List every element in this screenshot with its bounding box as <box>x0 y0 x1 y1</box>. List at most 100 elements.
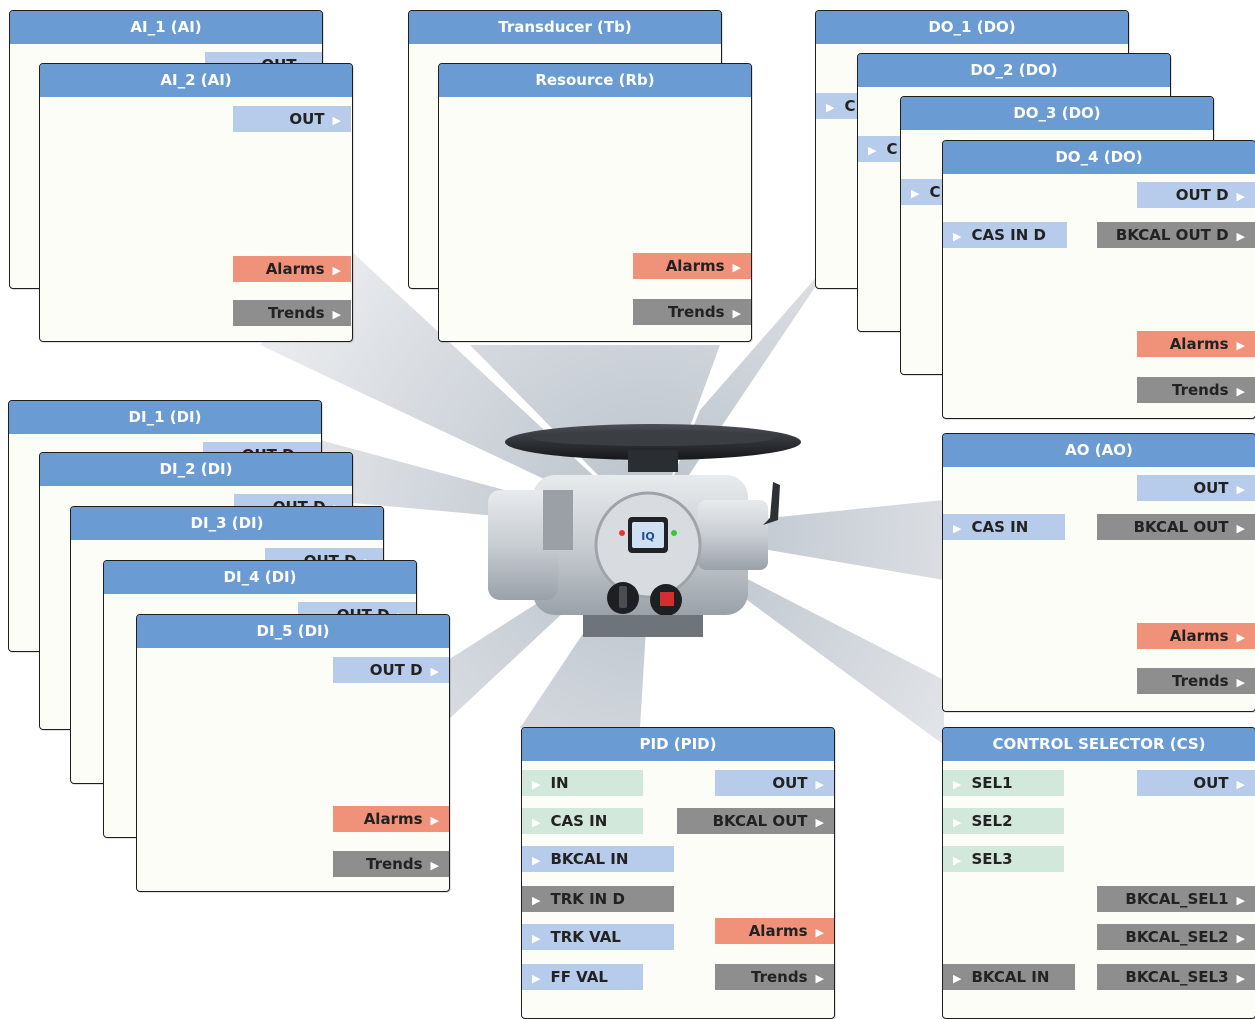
alarms-label: Alarms <box>1169 335 1229 353</box>
triangle-right-icon: ▶ <box>430 665 439 678</box>
triangle-right-icon: ▶ <box>1236 385 1245 398</box>
block-title: Transducer (Tb) <box>409 11 721 44</box>
alarms-button[interactable]: Alarms ▶ <box>333 806 449 832</box>
bkcal-in-port[interactable]: ▶BKCAL IN <box>522 846 674 872</box>
alarms-label: Alarms <box>1169 627 1229 645</box>
out-port[interactable]: OUT▶ <box>1137 770 1255 796</box>
block-control-selector[interactable]: CONTROL SELECTOR (CS) ▶SEL1 OUT▶ ▶SEL2 ▶… <box>942 727 1255 1019</box>
ff-val-port[interactable]: ▶FF VAL <box>522 964 643 990</box>
out-port[interactable]: OUT▶ <box>233 106 351 132</box>
triangle-right-icon: ▶ <box>953 230 962 243</box>
triangle-right-icon: ▶ <box>1236 972 1245 985</box>
out-port[interactable]: OUT▶ <box>1137 475 1255 501</box>
alarms-button[interactable]: Alarms ▶ <box>233 256 351 282</box>
port-label: C <box>886 140 898 158</box>
triangle-right-icon: ▶ <box>430 859 439 872</box>
bkcal-sel2-port[interactable]: BKCAL_SEL2▶ <box>1097 924 1255 950</box>
port-label: BKCAL OUT <box>1133 518 1229 536</box>
sel1-port[interactable]: ▶SEL1 <box>943 770 1064 796</box>
alarms-button[interactable]: Alarms▶ <box>633 253 751 279</box>
triangle-right-icon: ▶ <box>1236 631 1245 644</box>
port-label: BKCAL OUT D <box>1115 226 1229 244</box>
bkcal-out-port[interactable]: BKCAL OUT D ▶ <box>1097 222 1255 248</box>
block-title: AO (AO) <box>943 434 1255 467</box>
alarms-button[interactable]: Alarms ▶ <box>1137 331 1255 357</box>
triangle-right-icon: ▶ <box>1236 894 1245 907</box>
sel2-port[interactable]: ▶SEL2 <box>943 808 1064 834</box>
triangle-right-icon: ▶ <box>953 854 962 867</box>
triangle-right-icon: ▶ <box>953 816 962 829</box>
block-title: DO_2 (DO) <box>858 54 1170 87</box>
in-port[interactable]: ▶ IN <box>522 770 643 796</box>
port-label: C <box>929 183 941 201</box>
trends-button[interactable]: Trends▶ <box>1137 668 1255 694</box>
triangle-right-icon: ▶ <box>1236 230 1245 243</box>
trends-button[interactable]: Trends ▶ <box>633 299 751 325</box>
block-title: Resource (Rb) <box>439 64 751 97</box>
block-title: DO_3 (DO) <box>901 97 1213 130</box>
block-title: DO_1 (DO) <box>816 11 1128 44</box>
trends-button[interactable]: Trends▶ <box>333 851 449 877</box>
port-label: BKCAL IN <box>971 968 1050 986</box>
bkcal-out-port[interactable]: BKCAL OUT ▶ <box>1097 514 1255 540</box>
triangle-right-icon: ▶ <box>826 101 835 114</box>
triangle-right-icon: ▶ <box>532 932 541 945</box>
port-label: IN <box>550 774 569 792</box>
trends-button[interactable]: Trends▶ <box>233 300 351 326</box>
alarms-label: Alarms <box>748 922 808 940</box>
port-label: CAS IN <box>971 518 1029 536</box>
block-pid[interactable]: PID (PID) ▶IN OUT▶ ▶CAS IN BKCAL OUT▶ ▶B… <box>521 727 835 1019</box>
block-do-4[interactable]: DO_4 (DO) OUT D▶ ▶CAS IN D BKCAL OUT D▶ … <box>942 140 1255 419</box>
block-title: PID (PID) <box>522 728 834 761</box>
alarms-button[interactable]: Alarms ▶ <box>715 918 834 944</box>
trk-in-d-port[interactable]: ▶TRK IN D <box>522 886 674 912</box>
port-label: BKCAL OUT <box>712 812 808 830</box>
cas-in-port[interactable]: ▶CAS IN <box>943 514 1065 540</box>
block-title: AI_1 (AI) <box>10 11 322 44</box>
triangle-right-icon: ▶ <box>1236 778 1245 791</box>
trends-button[interactable]: Trends ▶ <box>715 964 834 990</box>
triangle-right-icon: ▶ <box>1236 932 1245 945</box>
triangle-right-icon: ▶ <box>332 264 341 277</box>
triangle-right-icon: ▶ <box>1236 483 1245 496</box>
triangle-right-icon: ▶ <box>1236 339 1245 352</box>
cas-in-port[interactable]: ▶CAS IN <box>522 808 643 834</box>
alarms-button[interactable]: Alarms ▶ <box>1137 623 1255 649</box>
triangle-right-icon: ▶ <box>532 894 541 907</box>
alarms-label: Alarms <box>363 810 423 828</box>
block-title: DI_2 (DI) <box>40 453 352 486</box>
trk-val-port[interactable]: ▶TRK VAL <box>522 924 674 950</box>
out-port[interactable]: OUT▶ <box>715 770 834 796</box>
triangle-right-icon: ▶ <box>815 926 824 939</box>
port-label: CAS IN D <box>971 226 1046 244</box>
triangle-right-icon: ▶ <box>815 972 824 985</box>
out-port[interactable]: OUT D▶ <box>1137 182 1255 208</box>
triangle-right-icon: ▶ <box>532 778 541 791</box>
trends-button[interactable]: Trends▶ <box>1137 377 1255 403</box>
bkcal-out-port[interactable]: BKCAL OUT ▶ <box>677 808 834 834</box>
block-ao[interactable]: AO (AO) OUT▶ ▶CAS IN BKCAL OUT▶ Alarms▶ … <box>942 433 1255 712</box>
block-title: DI_1 (DI) <box>9 401 321 434</box>
port-label: OUT <box>289 110 325 128</box>
iq-logo: IQ <box>641 530 654 543</box>
bkcal-sel1-port[interactable]: BKCAL_SEL1▶ <box>1097 886 1255 912</box>
triangle-right-icon: ▶ <box>1236 522 1245 535</box>
block-ai-2[interactable]: AI_2 (AI) OUT▶ Alarms ▶ Trends▶ <box>39 63 353 342</box>
cas-in-port[interactable]: ▶ CAS IN D <box>943 222 1067 248</box>
trends-label: Trends <box>751 968 808 986</box>
triangle-right-icon: ▶ <box>430 814 439 827</box>
port-label: CAS IN <box>550 812 608 830</box>
triangle-right-icon: ▶ <box>815 816 824 829</box>
trends-label: Trends <box>668 303 725 321</box>
bkcal-sel3-port[interactable]: BKCAL_SEL3▶ <box>1097 964 1255 990</box>
block-resource[interactable]: Resource (Rb) Alarms▶ Trends ▶ <box>438 63 752 342</box>
out-port[interactable]: OUT D ▶ <box>333 657 449 683</box>
triangle-right-icon: ▶ <box>732 307 741 320</box>
sel3-port[interactable]: ▶SEL3 <box>943 846 1064 872</box>
block-di-5[interactable]: DI_5 (DI) OUT D▶ Alarms▶ Trends▶ <box>136 614 450 892</box>
alarms-label: Alarms <box>265 260 325 278</box>
port-label: OUT D <box>369 661 423 679</box>
bkcal-in-port[interactable]: ▶BKCAL IN <box>943 964 1075 990</box>
port-label: SEL1 <box>971 774 1013 792</box>
block-title: AI_2 (AI) <box>40 64 352 97</box>
